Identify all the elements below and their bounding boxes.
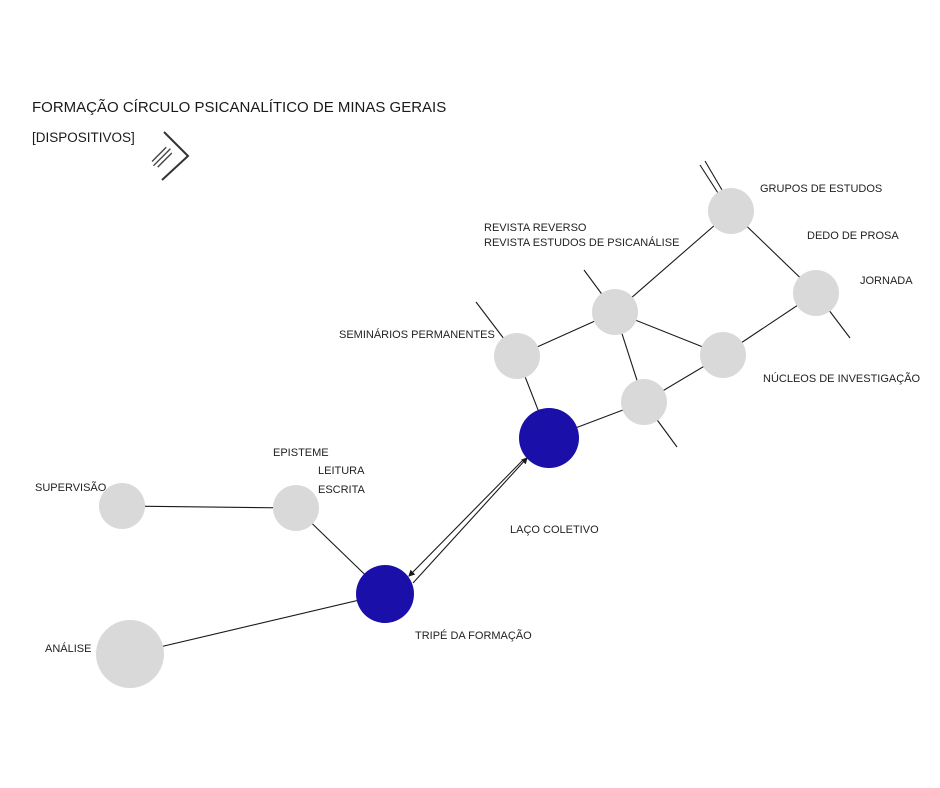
arrow-laco-to-tripe xyxy=(408,460,523,577)
hub-laco-coletivo xyxy=(519,408,579,468)
page-title: FORMAÇÃO CÍRCULO PSICANALÍTICO DE MINAS … xyxy=(32,99,447,116)
label-supervisao: SUPERVISÃO xyxy=(35,482,107,494)
logo-icon xyxy=(151,131,190,181)
label-revista-reverso: REVISTA REVERSO xyxy=(484,222,587,234)
edge-grupos-stub-b xyxy=(704,160,723,191)
label-laco-coletivo: LAÇO COLETIVO xyxy=(510,524,599,536)
label-leitura: LEITURA xyxy=(318,465,365,477)
node-unlabeled xyxy=(621,379,667,425)
node-nucleos xyxy=(700,332,746,378)
node-revistas xyxy=(592,289,638,335)
edge-supervisao-episteme xyxy=(121,505,297,509)
node-analise xyxy=(96,620,164,688)
node-seminarios xyxy=(494,333,540,379)
page-subtitle: [DISPOSITIVOS] xyxy=(32,130,135,145)
edge-revistas-grupos xyxy=(614,210,732,313)
label-grupos-de-estudos: GRUPOS DE ESTUDOS xyxy=(760,183,883,195)
label-revista-estudos: REVISTA ESTUDOS DE PSICANÁLISE xyxy=(484,237,680,249)
label-nucleos-de-investigacao: NÚCLEOS DE INVESTIGAÇÃO xyxy=(763,373,921,385)
node-episteme xyxy=(273,485,319,531)
arrow-tripe-to-laco xyxy=(412,457,528,584)
label-seminarios-permanentes: SEMINÁRIOS PERMANENTES xyxy=(339,329,495,341)
label-tripe-da-formacao: TRIPÉ DA FORMAÇÃO xyxy=(415,630,532,642)
node-grupos-de-estudos xyxy=(708,188,754,234)
node-jornada xyxy=(793,270,839,316)
edge-grupos-stub-a xyxy=(699,164,719,194)
node-supervisao xyxy=(99,483,145,529)
label-analise: ANÁLISE xyxy=(45,643,92,655)
edge-analise-tripe xyxy=(129,593,386,655)
label-episteme: EPISTEME xyxy=(273,447,329,459)
label-dedo-de-prosa: DEDO DE PROSA xyxy=(807,230,899,242)
label-jornada: JORNADA xyxy=(860,275,913,287)
label-escrita: ESCRITA xyxy=(318,484,365,496)
hub-tripe-da-formacao xyxy=(356,565,414,623)
